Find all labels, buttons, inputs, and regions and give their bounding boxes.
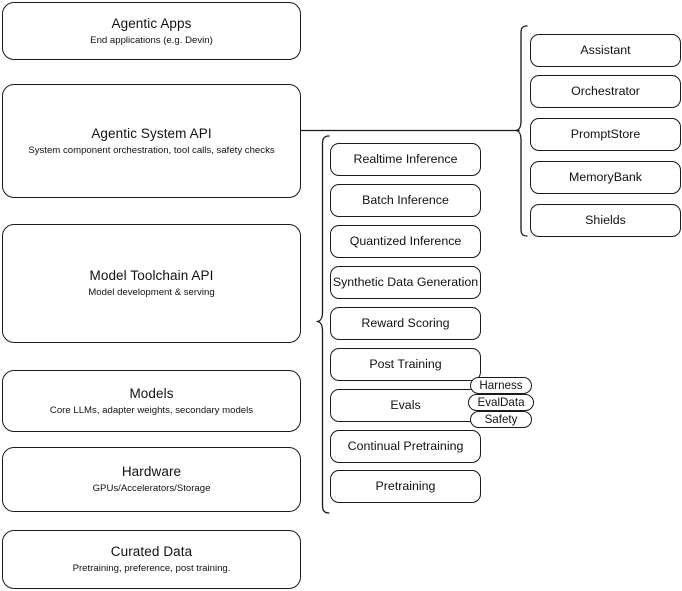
item-label: Post Training <box>369 357 442 371</box>
system-item-orchestrator[interactable]: Orchestrator <box>530 75 681 108</box>
system-item-memorybank[interactable]: MemoryBank <box>530 161 681 194</box>
system-item-assistant[interactable]: Assistant <box>530 34 681 67</box>
item-label: Continual Pretraining <box>347 439 464 453</box>
eval-tag-evaldata[interactable]: EvalData <box>468 394 534 411</box>
toolchain-item-pretraining[interactable]: Pretraining <box>330 470 481 503</box>
item-label: Evals <box>390 398 421 412</box>
stack-layer-hardware[interactable]: Hardware GPUs/Accelerators/Storage <box>2 447 301 512</box>
toolchain-item-synthetic-data-generation[interactable]: Synthetic Data Generation <box>330 266 481 299</box>
stack-layer-models[interactable]: Models Core LLMs, adapter weights, secon… <box>2 370 301 432</box>
item-label: Synthetic Data Generation <box>332 275 479 289</box>
item-label: Batch Inference <box>362 193 449 207</box>
toolchain-item-realtime-inference[interactable]: Realtime Inference <box>330 143 481 176</box>
item-label: Reward Scoring <box>361 316 450 330</box>
layer-title: Hardware <box>121 464 182 479</box>
stack-layer-agentic-system-api[interactable]: Agentic System API System component orch… <box>2 84 301 198</box>
stack-layer-model-toolchain-api[interactable]: Model Toolchain API Model development & … <box>2 224 301 343</box>
toolchain-item-post-training[interactable]: Post Training <box>330 348 481 381</box>
layer-subtitle: Pretraining, preference, post training. <box>72 563 231 574</box>
layer-subtitle: System component orchestration, tool cal… <box>28 144 275 156</box>
layer-title: Curated Data <box>110 544 193 559</box>
toolchain-item-continual-pretraining[interactable]: Continual Pretraining <box>330 430 481 463</box>
toolchain-items-brace <box>316 135 330 514</box>
layer-title: Agentic System API <box>91 125 212 141</box>
item-label: Orchestrator <box>571 84 640 98</box>
eval-tag-harness[interactable]: Harness <box>470 377 532 394</box>
item-label: Assistant <box>580 43 631 57</box>
toolchain-item-quantized-inference[interactable]: Quantized Inference <box>330 225 481 258</box>
layer-subtitle: End applications (e.g. Devin) <box>90 34 213 46</box>
toolchain-item-evals[interactable]: Evals <box>330 389 481 422</box>
layer-subtitle: Core LLMs, adapter weights, secondary mo… <box>49 404 254 416</box>
eval-tag-safety[interactable]: Safety <box>470 411 532 428</box>
item-label: Realtime Inference <box>353 152 458 166</box>
toolchain-item-batch-inference[interactable]: Batch Inference <box>330 184 481 217</box>
tag-label: Safety <box>484 413 518 426</box>
layer-subtitle: GPUs/Accelerators/Storage <box>92 483 211 494</box>
stack-layer-agentic-apps[interactable]: Agentic Apps End applications (e.g. Devi… <box>2 2 301 60</box>
system-item-promptstore[interactable]: PromptStore <box>530 118 681 151</box>
layer-title: Agentic Apps <box>111 15 192 31</box>
toolchain-item-reward-scoring[interactable]: Reward Scoring <box>330 307 481 340</box>
layer-subtitle: Model development & serving <box>88 287 215 298</box>
item-label: MemoryBank <box>569 170 642 184</box>
stack-layer-curated-data[interactable]: Curated Data Pretraining, preference, po… <box>2 530 301 589</box>
tag-label: EvalData <box>477 396 525 409</box>
item-label: Shields <box>585 213 626 227</box>
item-label: Quantized Inference <box>349 234 462 248</box>
item-label: PromptStore <box>570 127 641 141</box>
item-label: Pretraining <box>375 479 436 493</box>
tag-label: Harness <box>479 379 523 392</box>
layer-title: Model Toolchain API <box>89 268 214 283</box>
system-item-shields[interactable]: Shields <box>530 204 681 237</box>
layer-title: Models <box>129 385 174 401</box>
system-components-brace <box>514 25 528 237</box>
